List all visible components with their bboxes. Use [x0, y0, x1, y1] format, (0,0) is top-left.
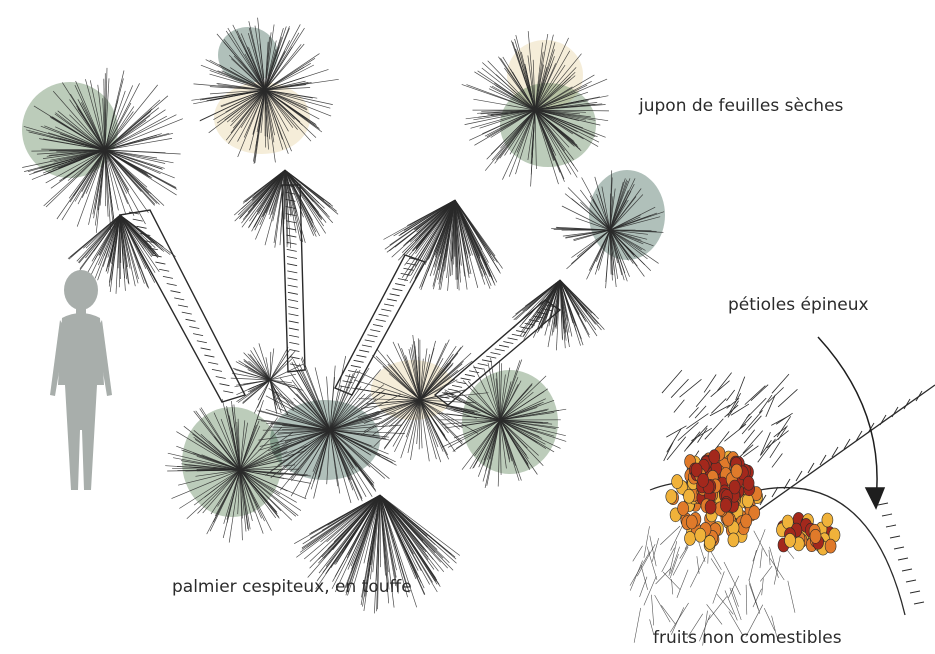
leaflet-stroke — [778, 389, 797, 407]
fiber-stroke — [660, 526, 680, 545]
leaflet-stroke — [759, 395, 772, 413]
spine-stroke — [916, 391, 922, 401]
fiber-stroke — [713, 572, 725, 604]
fruit — [704, 535, 715, 549]
fiber-stroke — [770, 558, 784, 580]
fruit — [720, 498, 731, 512]
fruit — [698, 473, 709, 487]
fruit — [785, 533, 796, 547]
spine-stroke — [910, 591, 920, 593]
clump-habit-label: palmier cespiteux, en touffe — [172, 577, 412, 597]
fruit — [731, 464, 742, 478]
frond-stroke — [610, 194, 611, 231]
spine-stroke — [890, 536, 900, 538]
leaflet-stroke — [742, 410, 762, 434]
fruit — [686, 515, 697, 529]
fiber-stroke — [762, 578, 764, 595]
fruit — [678, 502, 689, 516]
fiber-stroke — [673, 547, 688, 575]
leaflet-stroke — [696, 390, 710, 407]
fiber-stroke — [697, 556, 699, 574]
leaflet-stroke — [680, 379, 702, 397]
fruit — [741, 514, 752, 528]
spine-stroke — [886, 525, 896, 527]
dry-leaf-skirt-label: jupon de feuilles sèches — [639, 96, 843, 116]
frond-stroke — [270, 347, 288, 380]
fiber-stroke — [690, 557, 705, 587]
fiber-stroke — [707, 604, 722, 624]
fiber-stroke — [655, 595, 671, 622]
fruit — [672, 475, 683, 489]
leaflet-stroke — [711, 381, 730, 397]
leaflet-stroke — [768, 387, 784, 402]
fruit — [810, 529, 821, 543]
spine-stroke — [894, 547, 904, 549]
leaflet-stroke — [736, 377, 745, 400]
fiber-stroke — [760, 566, 772, 581]
fiber-stroke — [634, 608, 641, 643]
fruit — [684, 489, 695, 503]
fiber-stroke — [651, 595, 653, 626]
leaflet-stroke — [710, 405, 730, 416]
fruit — [782, 515, 793, 529]
spine-stroke — [878, 503, 888, 505]
fiber-stroke — [732, 588, 739, 607]
fruit — [728, 533, 739, 547]
spine-stroke — [902, 569, 912, 571]
fruit-detail-inset — [630, 370, 935, 645]
fiber-stroke — [753, 529, 765, 561]
fiber-stroke — [630, 560, 642, 590]
spiny-petioles-label: pétioles épineux — [728, 295, 869, 315]
fruit — [695, 528, 706, 542]
fiber-stroke — [661, 605, 675, 624]
fiber-stroke — [652, 538, 658, 562]
fiber-stroke — [677, 570, 688, 598]
leaflet-stroke — [671, 379, 688, 398]
fruit — [709, 450, 720, 464]
leaflet-stroke — [772, 453, 783, 467]
fruit — [666, 490, 677, 504]
fiber-stroke — [769, 547, 778, 578]
fruit — [705, 500, 716, 514]
palm-trunks — [120, 185, 560, 405]
leaflet-stroke — [771, 415, 790, 425]
fiber-stroke — [633, 546, 643, 561]
fiber-stroke — [671, 547, 680, 574]
inedible-fruits-label: fruits non comestibles — [653, 628, 842, 648]
frond-stroke — [316, 495, 380, 589]
leaflet-stroke — [667, 428, 682, 452]
fiber-stroke — [644, 526, 650, 558]
leaflet-stroke — [726, 390, 734, 401]
fiber-stroke — [728, 576, 738, 598]
fruit — [822, 513, 833, 527]
leaflet-stroke — [740, 416, 751, 428]
human-silhouette-icon — [50, 270, 112, 490]
fiber-stroke — [708, 596, 726, 619]
fiber-stroke — [656, 568, 671, 584]
fiber-stroke — [640, 577, 647, 597]
spine-stroke — [882, 514, 892, 516]
leaflet-stroke — [674, 400, 684, 413]
fiber-stroke — [774, 556, 780, 585]
spine-stroke — [898, 558, 908, 560]
leaflet-stroke — [766, 395, 775, 417]
fruit — [685, 531, 696, 545]
spine-stroke — [906, 580, 916, 582]
fiber-stroke — [788, 581, 795, 613]
leaflet-stroke — [717, 373, 731, 391]
fruit — [825, 539, 836, 553]
fiber-stroke — [630, 552, 650, 586]
fiber-stroke — [746, 585, 747, 615]
fiber-stroke — [760, 548, 762, 568]
leaflet-stroke — [774, 427, 787, 437]
leaflet-stroke — [747, 398, 767, 418]
spine-stroke — [914, 602, 924, 604]
fruit — [743, 476, 754, 490]
arrow-icon — [818, 337, 884, 508]
leaflet-stroke — [758, 439, 776, 462]
fiber-stroke — [769, 550, 770, 565]
leaflet-stroke — [705, 419, 724, 440]
color-washes — [22, 27, 665, 517]
palm-fronds — [22, 18, 664, 614]
